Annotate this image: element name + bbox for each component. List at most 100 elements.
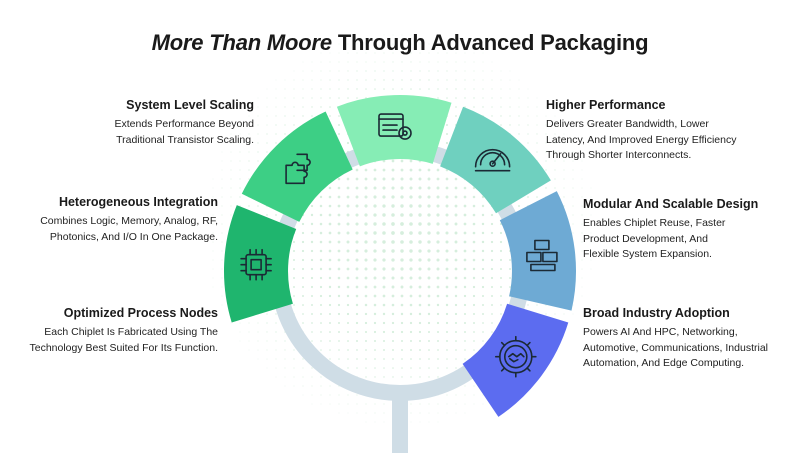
bg-dot [338, 52, 340, 54]
title-rest: Through Advanced Packaging [331, 30, 649, 55]
bg-dot [419, 88, 421, 90]
bg-dot [491, 313, 493, 315]
bg-dot [545, 151, 547, 153]
bg-dot [364, 231, 368, 235]
bg-dot [581, 187, 583, 189]
bg-dot [536, 97, 538, 99]
desc-line: Through Shorter Interconnects. [546, 149, 692, 161]
bg-dot [347, 52, 349, 54]
bg-dot [293, 277, 295, 279]
bg-dot [373, 294, 377, 298]
bg-dot [293, 349, 295, 351]
bg-dot [355, 312, 359, 316]
bg-dot [518, 79, 520, 81]
bg-dot [301, 249, 305, 253]
bg-dot [400, 222, 404, 226]
bg-dot [257, 142, 259, 144]
bg-dot [239, 160, 241, 162]
bg-dot [527, 133, 529, 135]
bg-dot [545, 115, 547, 117]
bg-dot [518, 106, 520, 108]
bg-dot [382, 159, 386, 163]
bg-dot [338, 61, 340, 63]
bg-dot [248, 106, 250, 108]
bg-dot [212, 178, 214, 180]
bg-dot [572, 169, 574, 171]
bg-dot [464, 61, 466, 63]
bg-dot [374, 376, 376, 378]
bg-dot [319, 240, 323, 244]
bg-dot [554, 178, 556, 180]
bg-dot [391, 276, 395, 280]
bg-dot [481, 213, 485, 217]
bg-dot [337, 249, 341, 253]
bg-dot [400, 168, 404, 172]
bg-dot [454, 213, 458, 217]
bg-dot [463, 186, 467, 190]
bg-dot [382, 177, 386, 181]
bg-dot [284, 115, 286, 117]
bg-dot [373, 231, 377, 235]
bg-dot [401, 34, 403, 36]
bg-dot [382, 258, 386, 262]
bg-dot [248, 331, 250, 333]
bg-dot [472, 267, 476, 271]
bg-dot [491, 295, 493, 297]
bg-dot [455, 367, 457, 369]
bg-dot [481, 204, 485, 208]
bg-dot [248, 340, 250, 342]
bg-dot [301, 222, 305, 226]
bg-dot [329, 52, 331, 54]
bg-dot [266, 214, 268, 216]
bg-dot [346, 222, 350, 226]
bg-dot [374, 349, 376, 351]
bg-dot [239, 124, 241, 126]
bg-dot [418, 303, 422, 307]
bg-dot [302, 367, 304, 369]
bg-dot [328, 240, 332, 244]
bg-dot [581, 205, 583, 207]
bg-dot [446, 97, 448, 99]
bg-dot [572, 187, 574, 189]
bg-dot [490, 222, 494, 226]
bg-dot [292, 267, 296, 271]
bg-dot [347, 70, 349, 72]
bg-dot [391, 258, 395, 262]
bg-dot [382, 312, 386, 316]
bg-dot [436, 303, 440, 307]
bg-dot [365, 70, 367, 72]
handshake-gear-icon [494, 335, 537, 378]
bg-dot [419, 52, 421, 54]
bg-dot [437, 376, 439, 378]
bg-dot [455, 331, 457, 333]
bg-dot [355, 285, 359, 289]
bg-dot [212, 286, 214, 288]
bg-dot [527, 88, 529, 90]
bg-dot [472, 204, 476, 208]
bg-dot [427, 186, 431, 190]
bg-dot [311, 403, 313, 405]
bg-dot [293, 295, 295, 297]
bg-dot [319, 294, 323, 298]
bg-dot [446, 124, 448, 126]
bg-dot [383, 43, 385, 45]
bg-dot [491, 322, 493, 324]
bg-dot [311, 79, 313, 81]
bg-dot [320, 322, 322, 324]
bg-dot [499, 249, 503, 253]
bg-dot [355, 222, 359, 226]
bg-dot [463, 204, 467, 208]
bg-dot [446, 349, 448, 351]
desc-line: Powers AI And HPC, Networking, [583, 326, 738, 338]
bg-dot [382, 168, 386, 172]
feature-heterogeneous: Heterogeneous Integration Combines Logic… [0, 194, 218, 245]
bg-dot [355, 258, 359, 262]
bg-dot [481, 276, 485, 280]
bg-dot [491, 106, 493, 108]
bg-dot [374, 403, 376, 405]
bg-dot [454, 204, 458, 208]
bg-dot [419, 79, 421, 81]
bg-dot [481, 249, 485, 253]
bg-dot [418, 195, 422, 199]
bg-dot [319, 303, 323, 307]
